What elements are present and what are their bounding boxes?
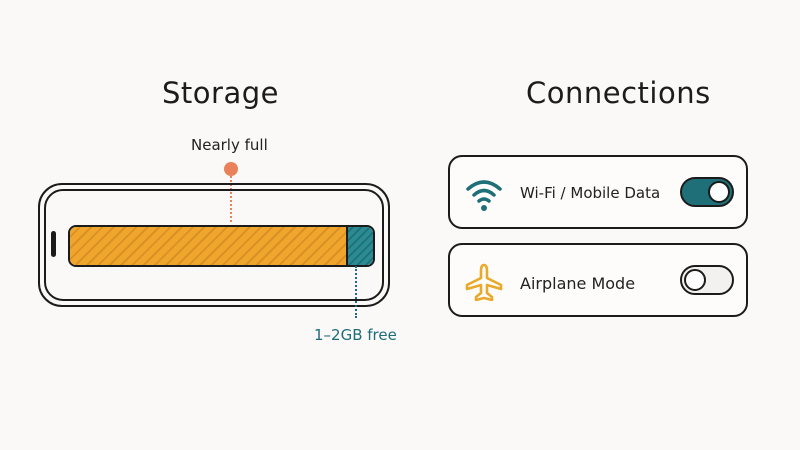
airplane-icon: [464, 263, 504, 302]
airplane-label: Airplane Mode: [520, 274, 636, 293]
wifi-card: Wi-Fi / Mobile Data: [448, 155, 748, 229]
phone-camera-slot: [51, 231, 56, 257]
nearly-full-connector: [230, 176, 232, 222]
nearly-full-label: Nearly full: [191, 136, 268, 154]
storage-bar: [68, 225, 375, 267]
wifi-icon: [464, 175, 504, 213]
free-space-connector: [355, 266, 357, 318]
storage-title: Storage: [162, 76, 279, 110]
phone-outline: [38, 183, 390, 307]
wifi-label: Wi-Fi / Mobile Data: [520, 184, 661, 202]
free-space-label: 1–2GB free: [314, 326, 397, 344]
storage-free-segment: [345, 227, 373, 265]
wifi-toggle[interactable]: [680, 177, 734, 207]
status-dot: [224, 162, 238, 176]
airplane-toggle[interactable]: [680, 265, 734, 295]
storage-used-segment: [70, 227, 346, 265]
airplane-card: Airplane Mode: [448, 243, 748, 317]
connections-title: Connections: [526, 76, 711, 110]
toggle-knob: [684, 269, 706, 291]
phone-screen: [44, 189, 384, 301]
toggle-knob: [708, 181, 730, 203]
